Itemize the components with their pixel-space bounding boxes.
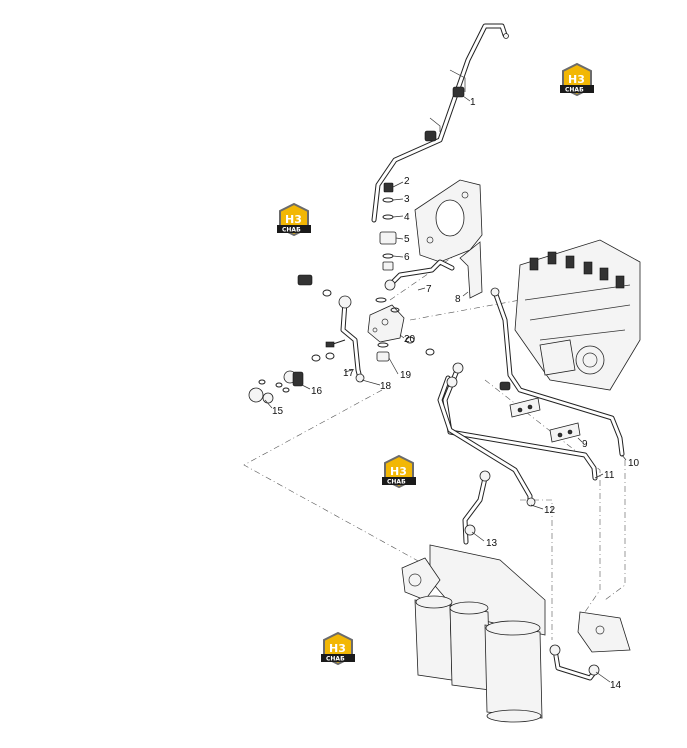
callout-16: 16 bbox=[311, 386, 323, 397]
watermark-mark: H3 bbox=[568, 73, 585, 86]
callout-9: 9 bbox=[582, 439, 588, 450]
callout-10: 10 bbox=[628, 458, 640, 469]
pipe-12 bbox=[437, 375, 536, 507]
mounting-bracket bbox=[414, 179, 483, 263]
callouts: 1 2 3 4 5 6 7 8 9 10 11 12 13 14 15 16 1… bbox=[272, 97, 640, 691]
callout-2: 2 bbox=[404, 176, 410, 187]
watermark-logo: H3 CHAБ bbox=[382, 454, 416, 489]
callout-20: 20 bbox=[404, 334, 416, 345]
callout-15: 15 bbox=[272, 406, 284, 417]
pipe-7 bbox=[384, 259, 455, 291]
fitting-stack bbox=[379, 182, 397, 271]
pipe-10 bbox=[490, 287, 625, 457]
watermark-label: CHAБ bbox=[326, 656, 345, 663]
callout-17: 17 bbox=[343, 368, 355, 379]
watermark-mark: H3 bbox=[285, 213, 302, 226]
callout-5: 5 bbox=[404, 234, 410, 245]
callout-1: 1 bbox=[470, 97, 476, 108]
callout-6: 6 bbox=[404, 252, 410, 263]
callout-3: 3 bbox=[404, 194, 410, 205]
watermark-label: CHAБ bbox=[387, 479, 406, 486]
pump-outlets bbox=[529, 251, 625, 289]
callout-18: 18 bbox=[380, 381, 392, 392]
watermark-logo: H3 CHAБ bbox=[277, 202, 311, 237]
watermark-logo: H3 CHAБ bbox=[321, 631, 355, 666]
callout-12: 12 bbox=[544, 505, 556, 516]
callout-14: 14 bbox=[610, 680, 622, 691]
bolts-15-16 bbox=[248, 370, 304, 404]
pipe-11 bbox=[442, 362, 598, 481]
pipe-clamps bbox=[499, 381, 581, 443]
return-pipe bbox=[371, 23, 509, 223]
callout-13: 13 bbox=[486, 538, 498, 549]
callout-19: 19 bbox=[400, 370, 412, 381]
distribution-block bbox=[367, 297, 435, 362]
callout-8: 8 bbox=[455, 294, 461, 305]
banjo-bolts bbox=[297, 274, 365, 383]
filter-cartridges bbox=[414, 595, 543, 723]
callout-11: 11 bbox=[604, 470, 615, 481]
watermark-logo: H3 CHAБ bbox=[560, 62, 594, 97]
fuel-filter-assembly bbox=[401, 544, 546, 723]
pipe-clip bbox=[424, 69, 466, 142]
watermark-logos: H3 CHAБ H3 CHAБ H3 CHAБ H3 CHAБ bbox=[277, 62, 594, 666]
leader-lines bbox=[264, 95, 627, 683]
watermark-label: CHAБ bbox=[565, 87, 584, 94]
callout-7: 7 bbox=[426, 284, 432, 295]
pipe-13 bbox=[462, 470, 491, 545]
injection-pump bbox=[514, 239, 641, 391]
support-bracket bbox=[459, 241, 483, 299]
connector-block bbox=[549, 611, 631, 681]
callout-4: 4 bbox=[404, 212, 410, 223]
watermark-mark: H3 bbox=[329, 642, 346, 655]
watermark-label: CHAБ bbox=[282, 227, 301, 234]
watermark-mark: H3 bbox=[390, 465, 407, 478]
